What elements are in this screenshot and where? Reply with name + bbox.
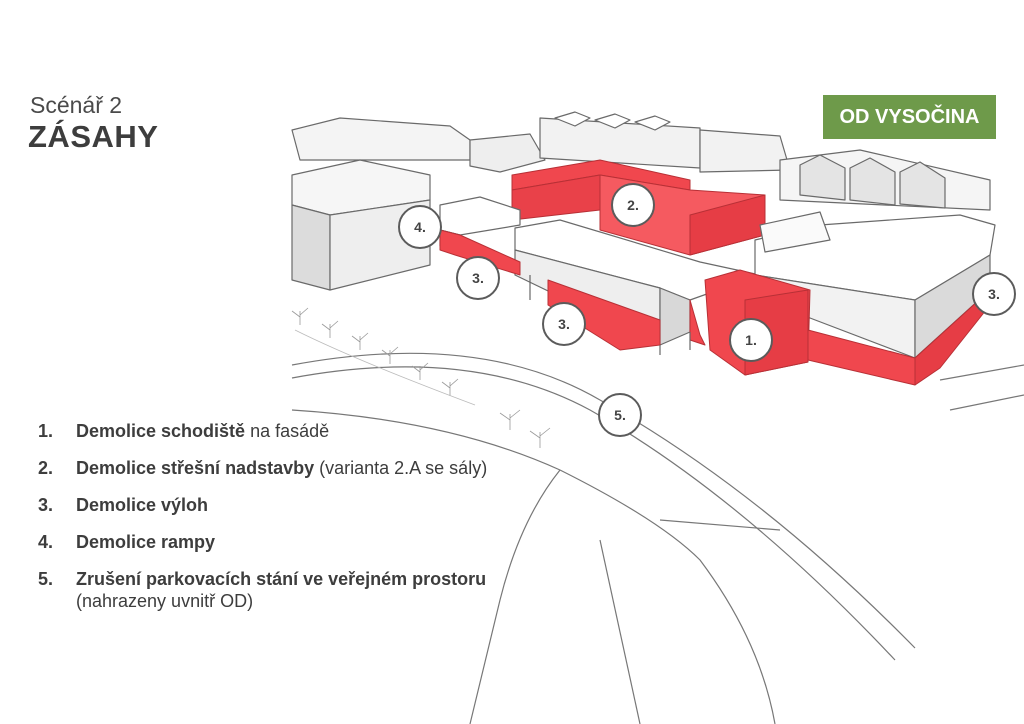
legend-number: 2. [38, 458, 54, 478]
legend-item-2: 2. Demolice střešní nadstavby (varianta … [38, 457, 487, 479]
legend-list: 1. Demolice schodiště na fasádě 2. Demol… [38, 420, 487, 627]
callout-2: 2. [611, 183, 655, 227]
callout-3-left: 3. [456, 256, 500, 300]
callout-4: 4. [398, 205, 442, 249]
legend-bold-text: Demolice výloh [76, 495, 209, 515]
legend-bold-text: Demolice rampy [76, 532, 216, 552]
shop-windows-left [547, 279, 661, 351]
background-buildings [291, 111, 991, 291]
legend-text-line2: (nahrazeny uvnitř OD) [76, 591, 254, 611]
legend-bold-text: Demolice schodiště [76, 421, 246, 441]
street-trees [291, 307, 551, 448]
page-title: ZÁSAHY [28, 119, 159, 154]
callout-1: 1. [729, 318, 773, 362]
legend-number: 3. [38, 495, 54, 515]
page-subtitle: Scénář 2 [30, 92, 123, 118]
columns [529, 275, 691, 355]
legend-bold-text: Zrušení parkovacích stání ve veřejném pr… [76, 569, 487, 589]
legend-text: na fasádě [245, 421, 330, 441]
legend-item-5: 5. Zrušení parkovacích stání ve veřejném… [38, 568, 487, 612]
legend-number: 1. [38, 421, 54, 441]
legend-number: 4. [38, 532, 54, 552]
callout-5: 5. [598, 393, 642, 437]
roof-extension-demolition [511, 159, 766, 256]
callout-3-right: 3. [972, 272, 1016, 316]
ramp-demolition [439, 229, 521, 276]
legend-item-4: 4. Demolice rampy [38, 531, 487, 553]
legend-item-3: 3. Demolice výloh [38, 494, 487, 516]
shop-windows-mid [689, 299, 706, 346]
legend-text: (varianta 2.A se sály) [314, 458, 488, 478]
callout-3-center: 3. [542, 302, 586, 346]
project-badge: OD VYSOČINA [823, 95, 996, 139]
legend-number: 5. [38, 569, 54, 589]
legend-bold-text: Demolice střešní nadstavby [76, 458, 315, 478]
legend-item-1: 1. Demolice schodiště na fasádě [38, 420, 487, 442]
